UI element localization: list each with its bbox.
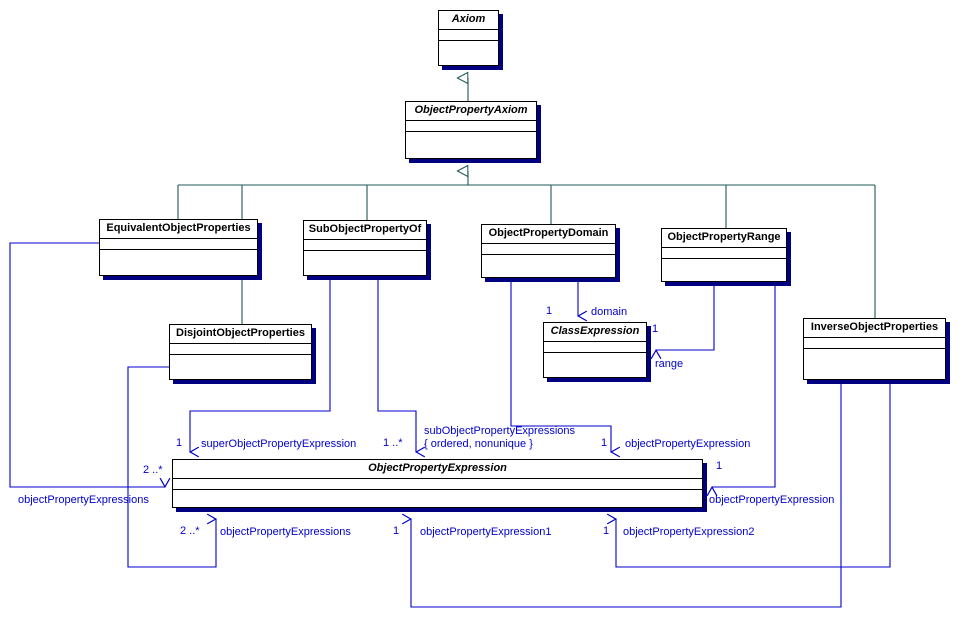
class-axiom-name: Axiom	[439, 11, 498, 30]
class-object-property-axiom[interactable]: ObjectPropertyAxiom	[405, 101, 537, 159]
class-object-property-domain[interactable]: ObjectPropertyDomain	[481, 224, 616, 278]
class-object-property-expression[interactable]: ObjectPropertyExpression	[172, 459, 703, 508]
class-disjoint-object-properties-name: DisjointObjectProperties	[170, 325, 311, 344]
role-label-inverse-ope1: objectPropertyExpression1	[420, 526, 552, 538]
class-class-expression[interactable]: ClassExpression	[543, 322, 647, 378]
class-equivalent-object-properties-name: EquivalentObjectProperties	[100, 220, 257, 239]
class-object-property-domain-name: ObjectPropertyDomain	[482, 225, 615, 244]
class-object-property-range[interactable]: ObjectPropertyRange	[661, 228, 787, 282]
class-object-property-axiom-attributes	[406, 121, 536, 132]
class-axiom-attributes	[439, 30, 498, 41]
class-axiom[interactable]: Axiom	[438, 10, 499, 66]
multiplicity-super-ope: 1	[176, 437, 183, 449]
association-range-ope	[706, 285, 776, 497]
class-inverse-object-properties[interactable]: InverseObjectProperties	[803, 318, 946, 380]
association-domain-ope	[510, 281, 621, 458]
association-range	[650, 285, 715, 360]
association-sub-ope	[377, 279, 426, 458]
role-label-disjoint-opes: objectPropertyExpressions	[220, 526, 351, 538]
class-object-property-expression-attributes	[173, 479, 702, 490]
class-disjoint-object-properties[interactable]: DisjointObjectProperties	[169, 324, 312, 380]
role-label-domain-ope: objectPropertyExpression	[625, 438, 751, 450]
class-sub-object-property-of-name: SubObjectPropertyOf	[304, 221, 426, 240]
class-inverse-object-properties-name: InverseObjectProperties	[804, 319, 945, 338]
multiplicity-equivalent-opes: 2 ..*	[143, 464, 163, 476]
association-inverse-ope2	[606, 380, 891, 568]
multiplicity-range-ope: 1	[716, 460, 723, 472]
multiplicity-range: 1	[652, 323, 659, 335]
association-inverse-ope1	[401, 380, 842, 608]
class-object-property-range-name: ObjectPropertyRange	[662, 229, 786, 248]
class-object-property-domain-attributes	[482, 244, 615, 255]
class-equivalent-object-properties[interactable]: EquivalentObjectProperties	[99, 219, 258, 276]
multiplicity-inverse-ope1: 1	[393, 525, 400, 537]
role-label-range-ope: objectPropertyExpression	[709, 494, 835, 506]
role-label-equivalent-opes: objectPropertyExpressions	[18, 494, 149, 506]
class-object-property-range-attributes	[662, 248, 786, 259]
constraint-label-sub-ope: { ordered, nonunique }	[424, 438, 533, 450]
class-object-property-axiom-name: ObjectPropertyAxiom	[406, 102, 536, 121]
class-class-expression-attributes	[544, 342, 646, 353]
class-inverse-object-properties-attributes	[804, 338, 945, 349]
association-super-ope	[188, 279, 331, 458]
association-disjoint-opes	[127, 366, 218, 568]
association-equivalent-opes	[9, 242, 171, 489]
role-label-range: range	[655, 358, 684, 370]
multiplicity-sub-ope: 1 ..*	[383, 437, 403, 449]
association-edges	[9, 242, 891, 608]
multiplicity-domain: 1	[546, 305, 553, 317]
class-sub-object-property-of-attributes	[304, 240, 426, 251]
role-label-super-ope: superObjectPropertyExpression	[201, 438, 357, 450]
role-label-sub-ope: subObjectPropertyExpressions	[424, 425, 576, 437]
class-sub-object-property-of[interactable]: SubObjectPropertyOf	[303, 220, 427, 276]
class-class-expression-name: ClassExpression	[544, 323, 646, 342]
multiplicity-disjoint-opes: 2 ..*	[180, 525, 200, 537]
class-object-property-expression-name: ObjectPropertyExpression	[173, 460, 702, 479]
role-label-inverse-ope2: objectPropertyExpression2	[623, 526, 755, 538]
class-disjoint-object-properties-attributes	[170, 344, 311, 355]
class-equivalent-object-properties-attributes	[100, 239, 257, 250]
multiplicity-domain-ope: 1	[601, 437, 608, 449]
role-label-domain: domain	[591, 306, 628, 318]
multiplicity-inverse-ope2: 1	[603, 525, 610, 537]
